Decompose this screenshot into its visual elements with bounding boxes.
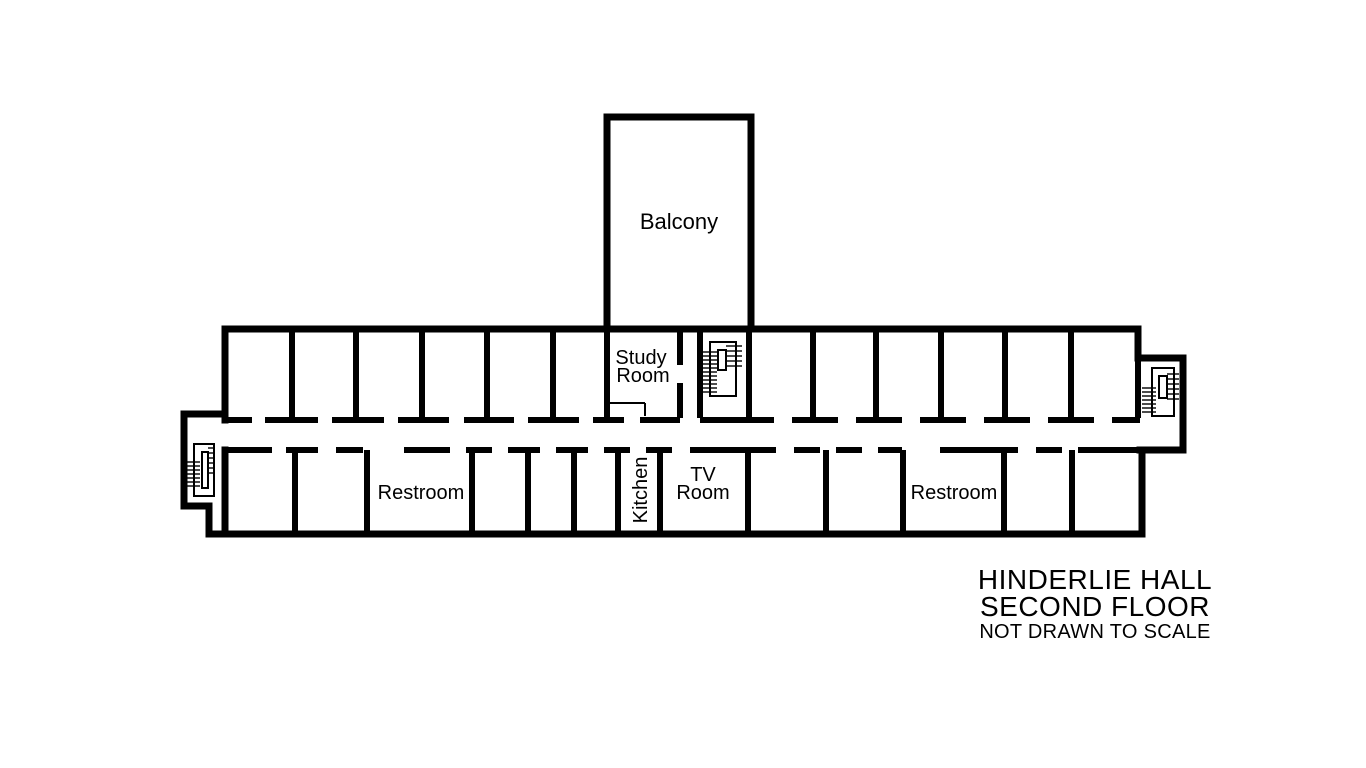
north-wing-walls	[221, 325, 1187, 454]
stairwell-east	[1142, 367, 1179, 417]
restroom-east-label: Restroom	[911, 482, 998, 504]
balcony-label: Balcony	[640, 209, 718, 234]
balcony: Balcony	[603, 113, 755, 333]
title-block: HINDERLIE HALL SECOND FLOOR NOT DRAWN TO…	[940, 566, 1250, 644]
study-room-label-line1: Study	[615, 347, 666, 369]
north-room-partitions	[289, 329, 1141, 418]
south-room-partitions	[292, 450, 1075, 534]
floor-name: SECOND FLOOR	[979, 591, 1211, 622]
study-room-label-line2: Room	[616, 365, 669, 387]
stairwell-center	[703, 341, 742, 397]
tv-room-label-line1: TV	[690, 464, 716, 486]
building-name: HINDERLIE HALL	[977, 564, 1213, 595]
tv-room-label-line2: Room	[676, 482, 729, 504]
restroom-west-label: Restroom	[378, 482, 465, 504]
stairwell-west	[186, 443, 215, 497]
scale-note: NOT DRAWN TO SCALE	[979, 621, 1211, 643]
kitchen-label: Kitchen	[630, 457, 652, 524]
